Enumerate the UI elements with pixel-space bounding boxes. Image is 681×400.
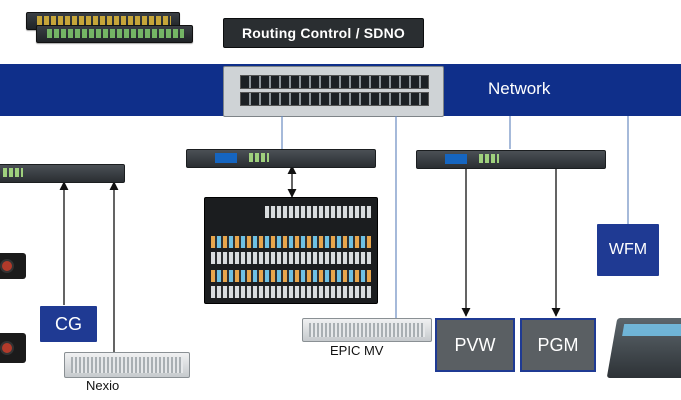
epic-mv-label: EPIC MV <box>330 343 384 358</box>
camera-icon <box>0 253 26 279</box>
camera-lens <box>0 341 14 355</box>
gateway-buttons <box>479 154 499 163</box>
panel-keys <box>47 29 184 38</box>
cg-box: CG <box>40 306 97 342</box>
switch-port-row <box>240 92 429 106</box>
console-screen <box>622 324 681 336</box>
production-switcher-panel <box>204 197 378 304</box>
pgm-monitor: PGM <box>520 318 596 372</box>
epic-mv-server <box>302 318 432 342</box>
routing-control-panel <box>36 25 193 43</box>
camera-lens <box>0 259 14 273</box>
wfm-box: WFM <box>597 224 659 276</box>
server-grill <box>71 357 183 373</box>
nexio-server <box>64 352 190 378</box>
nexio-label: Nexio <box>86 378 120 393</box>
gateway-buttons <box>3 168 23 177</box>
audio-console-icon <box>606 318 681 378</box>
gateway-screen <box>445 154 467 164</box>
pgm-label: PGM <box>537 335 579 355</box>
panel-keys <box>37 16 171 25</box>
gateway-screen <box>215 153 237 163</box>
routing-control-label: Routing Control / SDNO <box>241 25 406 41</box>
pvw-label: PVW <box>454 335 496 355</box>
core-network-switch <box>223 66 444 117</box>
network-label: Network <box>488 79 551 98</box>
switch-port-row <box>240 75 429 89</box>
wfm-label: WFM <box>608 241 648 258</box>
switcher-button-row <box>211 270 371 282</box>
gateway-buttons <box>249 153 269 162</box>
routing-control-sdno-box: Routing Control / SDNO <box>223 18 424 48</box>
cg-label: CG <box>55 314 82 334</box>
switcher-button-row <box>265 206 371 218</box>
camera-icon <box>0 333 26 363</box>
switcher-button-row <box>211 236 371 248</box>
switcher-button-row <box>211 252 371 264</box>
switcher-button-row <box>211 286 371 298</box>
left-gateway-unit <box>0 164 125 183</box>
center-gateway-unit <box>186 149 376 168</box>
pvw-monitor: PVW <box>435 318 515 372</box>
server-grill <box>309 323 425 337</box>
right-gateway-unit <box>416 150 606 169</box>
